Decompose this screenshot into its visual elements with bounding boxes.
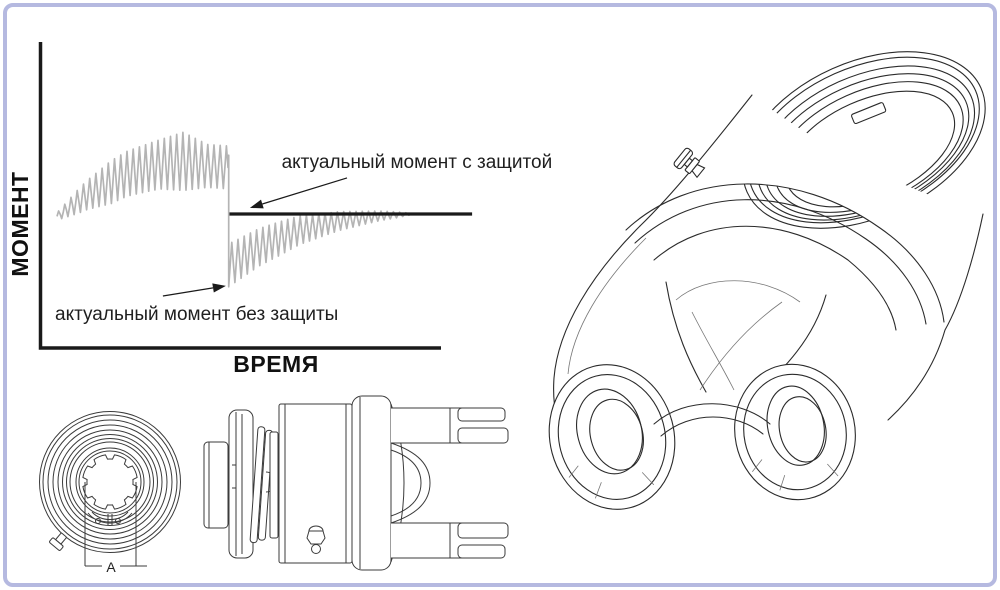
chart-axes <box>38 42 441 350</box>
splined-bore <box>82 454 138 510</box>
clutch-side-view <box>203 395 509 571</box>
clutch-3d-view <box>548 51 986 510</box>
grease-fitting-side-icon <box>306 525 326 554</box>
x-axis-label: ВРЕМЯ <box>233 351 318 377</box>
chart-series <box>56 131 473 288</box>
yoke-top-arm <box>391 407 509 444</box>
yoke-right-ear <box>734 363 856 501</box>
annotation-with-protection: актуальный момент с защитой <box>282 152 553 173</box>
y-axis-label: МОМЕНТ <box>7 171 33 276</box>
clutch-front-view: A <box>39 411 181 575</box>
dish-tab-detail <box>851 102 887 125</box>
disc-springs <box>249 426 274 544</box>
dimension-a: A <box>84 482 147 575</box>
yoke-left-ear <box>548 364 676 510</box>
annotation-arrowhead <box>212 283 226 293</box>
dimension-a-label: A <box>106 559 116 575</box>
grease-fitting-front-icon <box>49 532 67 551</box>
yoke-bottom-arm <box>391 522 509 559</box>
annotation-arrow-line <box>262 177 348 205</box>
annotation-arrow-line <box>162 287 214 297</box>
bell-body <box>626 95 983 330</box>
grease-fitting-3d-icon <box>673 147 706 179</box>
annotation-arrowhead <box>249 199 264 209</box>
series-torque-unprotected <box>56 131 411 288</box>
chart-annotations: актуальный момент с защитой актуальный мо… <box>55 152 552 325</box>
annotation-without-protection: актуальный момент без защиты <box>55 304 338 325</box>
snap-ring-detail <box>87 511 133 525</box>
